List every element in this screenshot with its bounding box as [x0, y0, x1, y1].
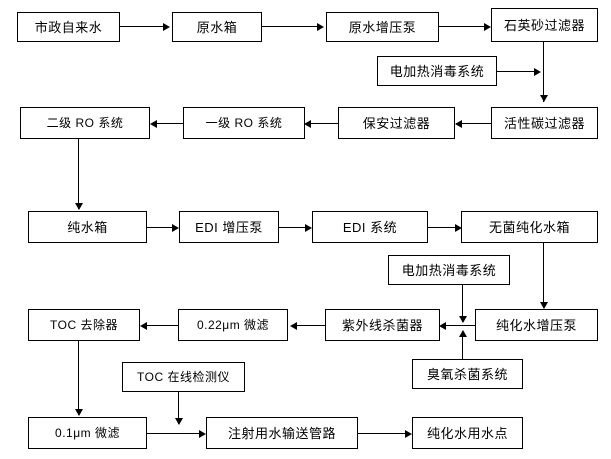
- node-label: 0.1μm 微滤: [55, 426, 120, 440]
- node-label: 纯化水增压泵: [495, 317, 577, 333]
- edge-n7-n8: [306, 123, 338, 124]
- node-label: 市政自来水: [34, 19, 103, 35]
- node-toc-online-analyzer[interactable]: TOC 在线检测仪: [122, 362, 245, 392]
- node-label: 电加热消毒系统: [401, 262, 497, 278]
- edge-n17-n18: [142, 325, 178, 326]
- node-electric-heating-disinfection-1[interactable]: 电加热消毒系统: [377, 56, 497, 86]
- node-label: 活性碳过滤器: [503, 115, 585, 131]
- node-022um-microfilter[interactable]: 0.22μm 微滤: [178, 309, 288, 341]
- arrowhead-n9-n10: [75, 203, 83, 210]
- node-label: 二级 RO 系统: [46, 116, 124, 130]
- node-primary-ro-system[interactable]: 一级 RO 系统: [183, 107, 305, 139]
- edge-n6-n7: [456, 123, 491, 124]
- edge-n22-n23: [358, 433, 408, 434]
- arrowhead-n10-n11: [172, 224, 179, 232]
- node-label: EDI 增压泵: [195, 219, 263, 235]
- edge-n13-n15: [543, 243, 544, 308]
- arrowhead-n17-n18: [140, 322, 147, 330]
- arrowhead-n4-n6: [540, 95, 548, 102]
- arrowhead-n5-trunk: [534, 68, 541, 76]
- edge-n11-n12: [279, 227, 308, 228]
- node-label: 注射用水输送管路: [227, 425, 336, 441]
- edge-n2-n3: [262, 26, 320, 27]
- arrowhead-n11-n12: [305, 224, 312, 232]
- edge-n20-n22: [178, 392, 179, 424]
- node-edi-system[interactable]: EDI 系统: [312, 211, 428, 243]
- node-uv-sterilizer[interactable]: 紫外线杀菌器: [325, 309, 440, 341]
- node-label: TOC 在线检测仪: [137, 370, 230, 384]
- node-sterile-purified-water-tank[interactable]: 无菌纯化水箱: [461, 211, 598, 243]
- node-label: 臭氧杀菌系统: [426, 366, 508, 382]
- edge-n5-trunk: [497, 71, 537, 72]
- node-electric-heating-disinfection-2[interactable]: 电加热消毒系统: [388, 255, 510, 285]
- node-label: 保安过滤器: [362, 115, 431, 131]
- arrowhead-n6-n7: [455, 120, 462, 128]
- arrowhead-n2-n3: [317, 23, 324, 31]
- node-label: EDI 系统: [342, 219, 398, 235]
- node-label: 0.22μm 微滤: [196, 318, 270, 332]
- edge-n18-n21: [78, 341, 79, 415]
- node-secondary-ro-system[interactable]: 二级 RO 系统: [20, 107, 150, 139]
- node-raw-water-tank[interactable]: 原水箱: [172, 12, 262, 42]
- arrowhead-n12-n13: [455, 224, 462, 232]
- arrowhead-n16-n17: [290, 322, 297, 330]
- arrowhead-n13-n15: [540, 302, 548, 309]
- edge-n21-n22: [147, 433, 203, 434]
- edge-n19-n16: [462, 331, 463, 359]
- edge-n16-n17: [292, 325, 325, 326]
- node-label: 石英砂过滤器: [503, 17, 585, 33]
- node-toc-remover[interactable]: TOC 去除器: [28, 309, 140, 341]
- node-01um-microfilter[interactable]: 0.1μm 微滤: [28, 417, 147, 449]
- arrowhead-n7-n8: [304, 120, 311, 128]
- arrowhead-n22-n23: [405, 430, 412, 438]
- edge-n9-n10: [78, 139, 79, 209]
- edge-n10-n11: [147, 227, 175, 228]
- edge-n14-n16: [462, 285, 463, 322]
- node-activated-carbon-filter[interactable]: 活性碳过滤器: [491, 107, 598, 139]
- node-label: 原水增压泵: [348, 19, 417, 35]
- node-pure-water-tank[interactable]: 纯水箱: [28, 211, 147, 243]
- arrowhead-n3-n4: [484, 23, 491, 31]
- arrowhead-n8-n9: [150, 120, 157, 128]
- node-label: TOC 去除器: [50, 318, 118, 332]
- arrowhead-n14-n16: [459, 316, 467, 323]
- edge-n15-n16: [441, 325, 475, 326]
- edge-n12-n13: [428, 227, 458, 228]
- node-label: 纯化水用水点: [426, 425, 508, 441]
- arrowhead-n18-n21: [75, 409, 83, 416]
- node-label: 紫外线杀菌器: [341, 317, 423, 333]
- arrowhead-n21-n22: [199, 430, 206, 438]
- node-purified-water-booster-pump[interactable]: 纯化水增压泵: [475, 309, 598, 341]
- node-label: 电加热消毒系统: [389, 63, 485, 79]
- edge-n4-n6: [543, 42, 544, 102]
- node-quartz-sand-filter[interactable]: 石英砂过滤器: [491, 8, 598, 42]
- node-label: 一级 RO 系统: [205, 116, 283, 130]
- node-ozone-sterilization-system[interactable]: 臭氧杀菌系统: [412, 359, 523, 389]
- node-edi-booster-pump[interactable]: EDI 增压泵: [179, 211, 279, 243]
- node-label: 无菌纯化水箱: [488, 219, 570, 235]
- node-purified-water-use-point[interactable]: 纯化水用水点: [412, 417, 523, 449]
- node-label: 原水箱: [196, 19, 238, 35]
- arrowhead-n19-n16: [459, 330, 467, 337]
- edge-n3-n4: [439, 26, 487, 27]
- node-municipal-tap-water[interactable]: 市政自来水: [17, 12, 120, 42]
- node-wfi-distribution-loop[interactable]: 注射用水输送管路: [206, 417, 358, 449]
- node-raw-water-booster-pump[interactable]: 原水增压泵: [326, 12, 439, 42]
- node-security-filter[interactable]: 保安过滤器: [338, 107, 455, 139]
- node-label: 纯水箱: [67, 219, 108, 235]
- edge-n1-n2: [120, 26, 166, 27]
- arrowhead-n15-n16: [439, 322, 446, 330]
- arrowhead-n1-n2: [163, 23, 170, 31]
- edge-n8-n9: [152, 123, 183, 124]
- arrowhead-n20-n22: [175, 418, 183, 425]
